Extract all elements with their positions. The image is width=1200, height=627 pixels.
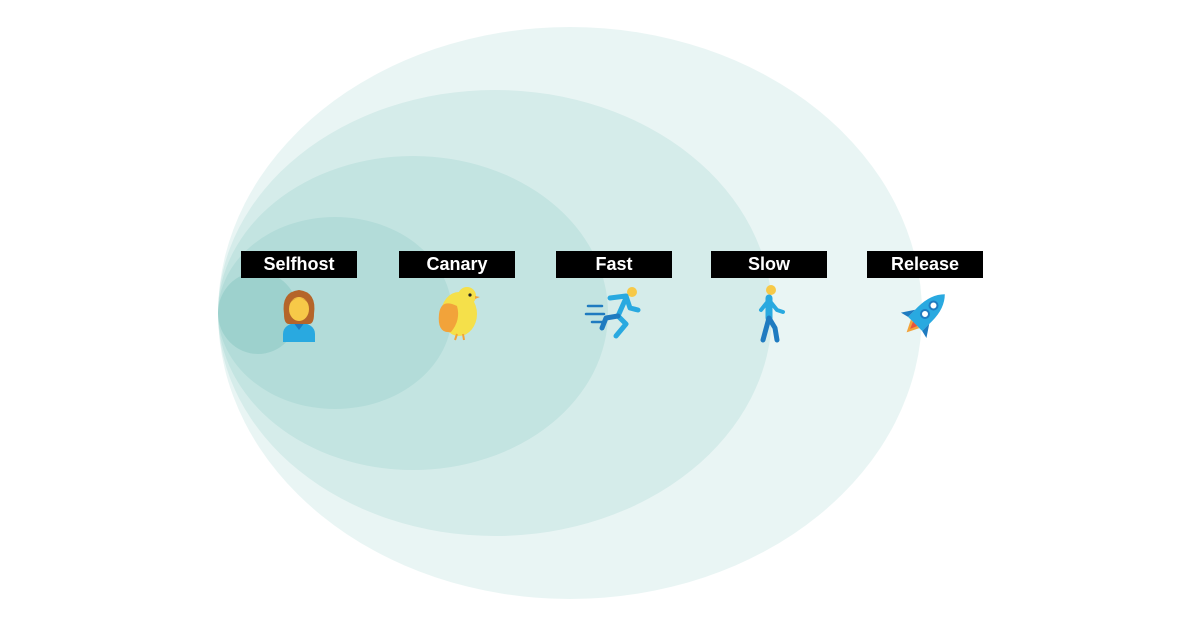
rocket-icon xyxy=(900,294,945,339)
walking-person-icon xyxy=(759,285,785,343)
person-icon xyxy=(283,290,315,342)
stage-canary: Canary xyxy=(399,251,515,344)
stage-slow: Slow xyxy=(711,251,827,344)
bird-icon xyxy=(438,287,480,341)
running-person-icon xyxy=(584,287,641,339)
stage-label-canary: Canary xyxy=(399,251,515,278)
stage-fast: Fast xyxy=(556,251,672,344)
stage-release: Release xyxy=(867,251,983,344)
stage-label-selfhost: Selfhost xyxy=(241,251,357,278)
ring-release xyxy=(218,27,922,599)
ring-slow xyxy=(218,90,772,536)
stage-label-fast: Fast xyxy=(556,251,672,278)
ring-selfhost xyxy=(218,272,298,354)
stage-label-release: Release xyxy=(867,251,983,278)
ring-fast xyxy=(218,156,608,470)
stage-label-slow: Slow xyxy=(711,251,827,278)
stage-selfhost: Selfhost xyxy=(241,251,357,344)
